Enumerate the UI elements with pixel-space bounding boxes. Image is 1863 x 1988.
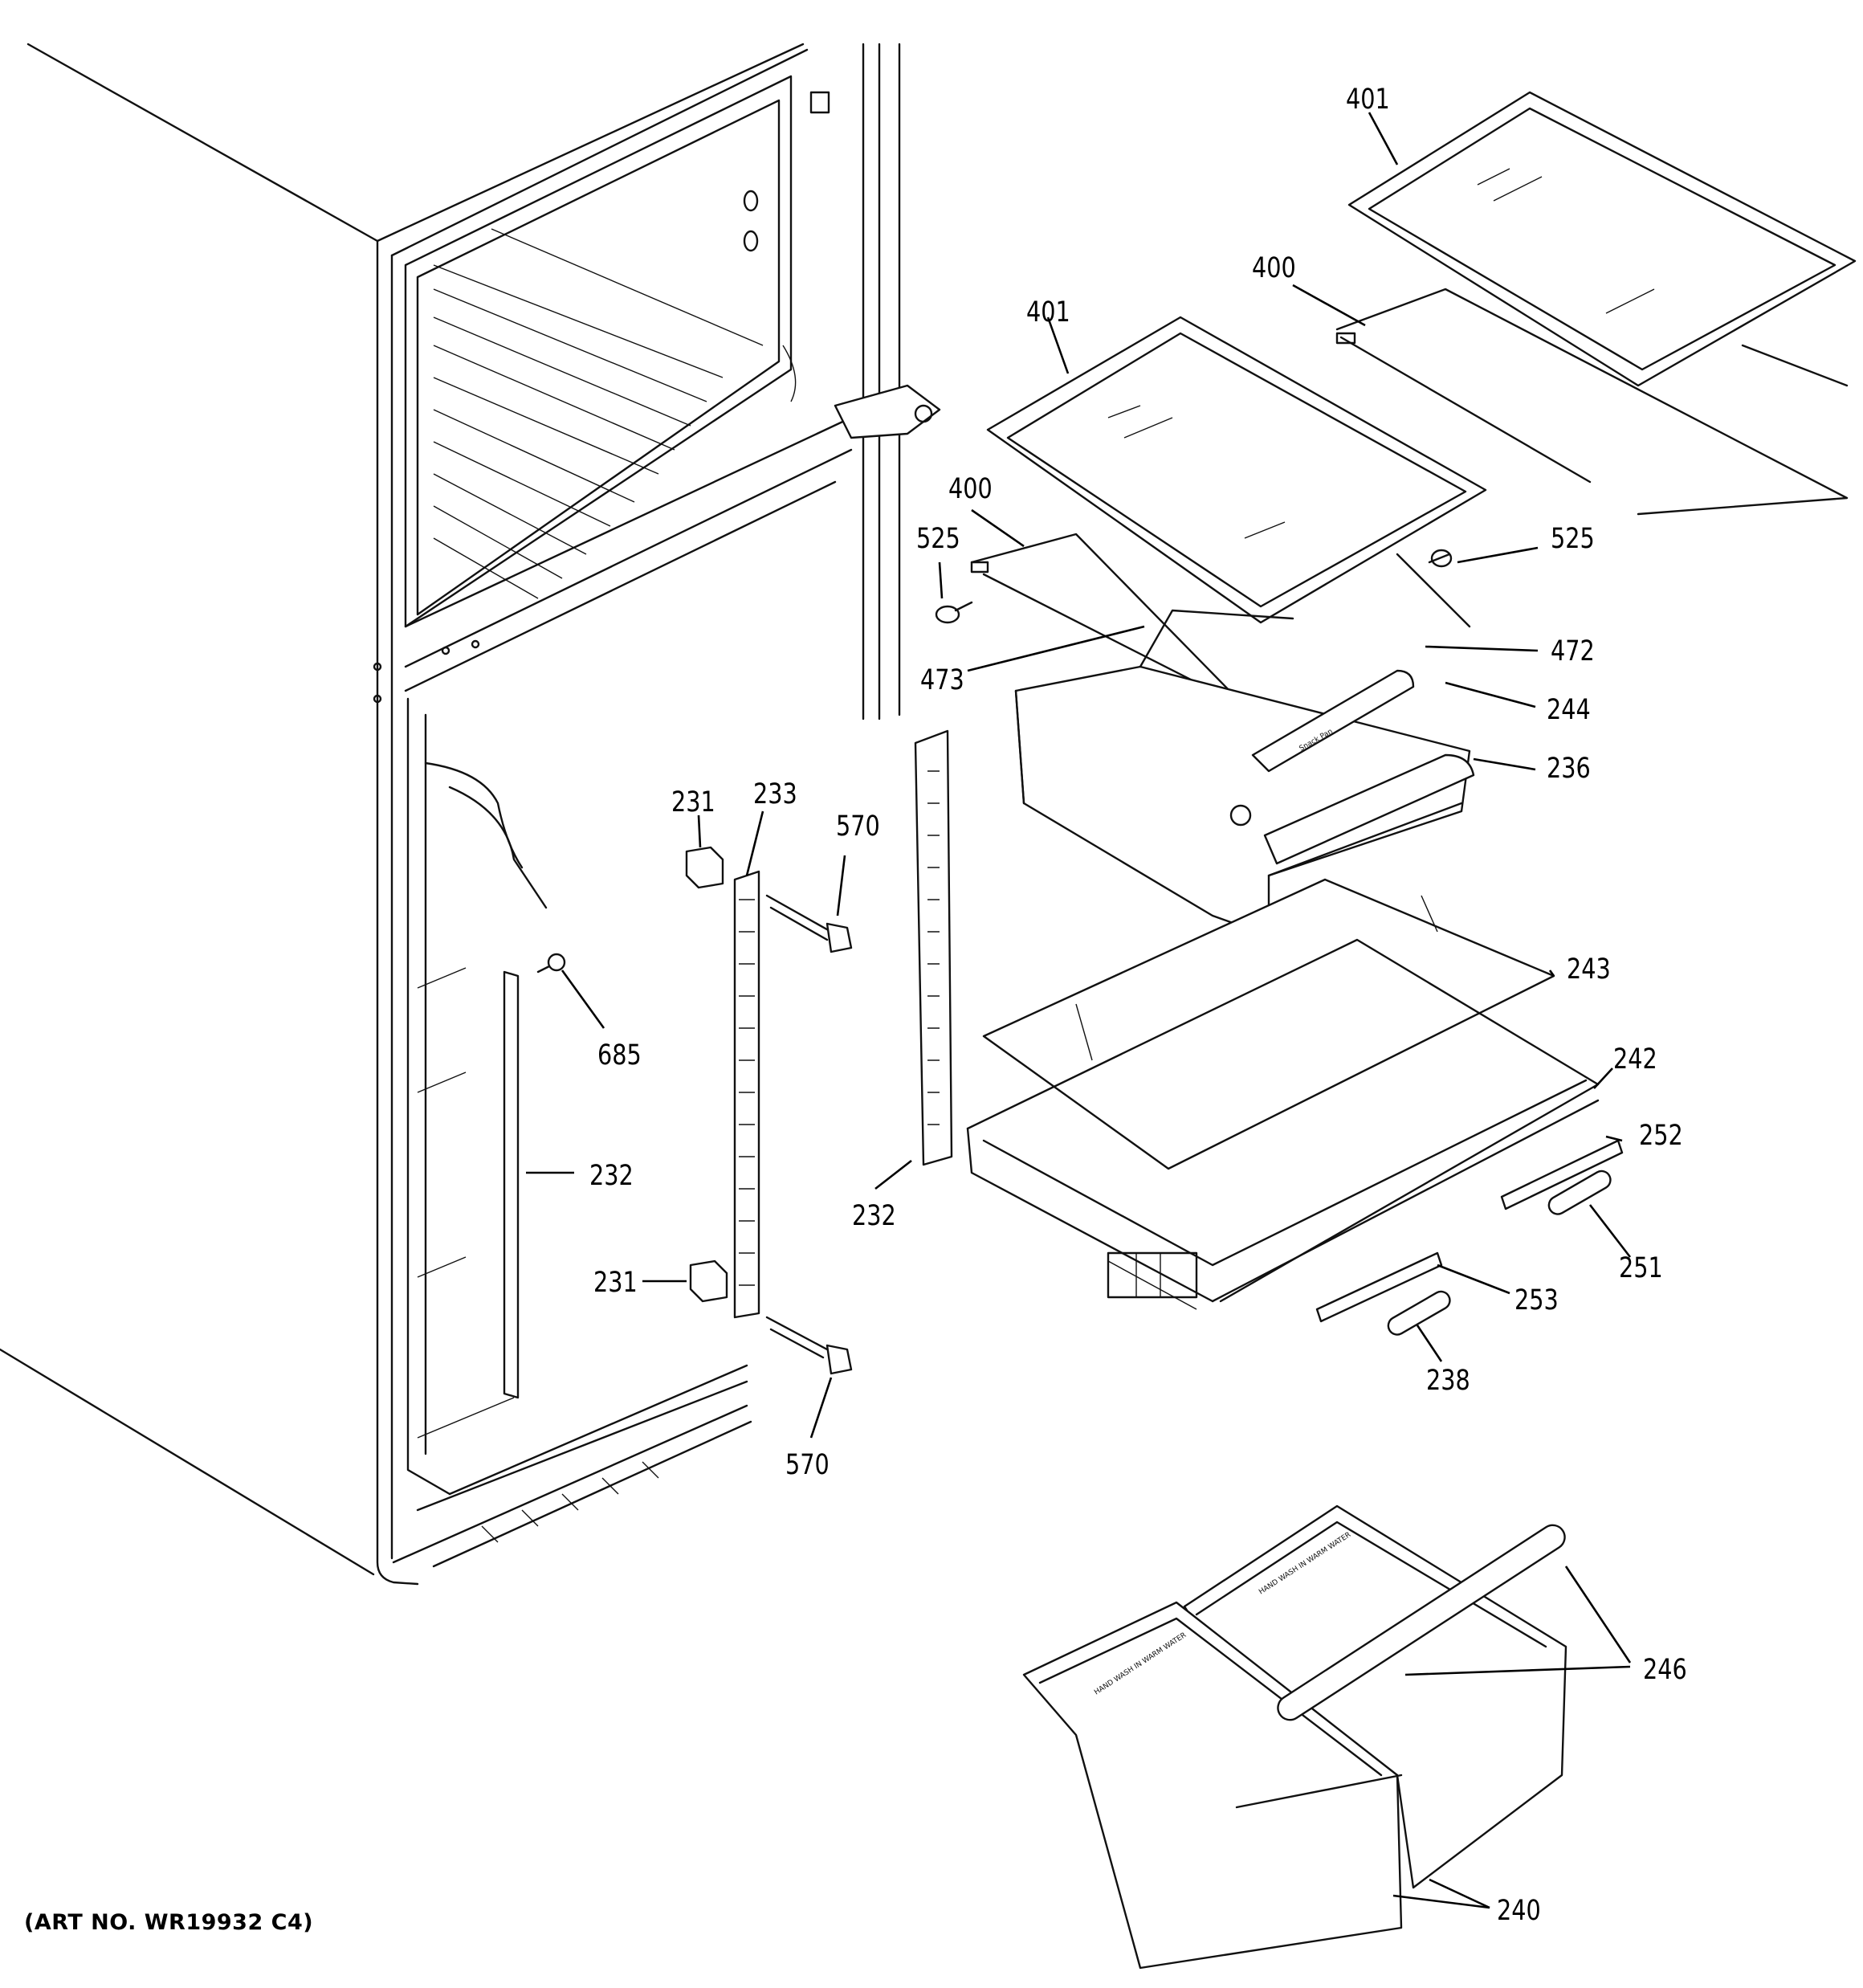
callout-400-middle: 400 [948, 471, 993, 505]
callout-400-upper: 400 [1252, 251, 1296, 284]
callout-472: 472 [1551, 634, 1595, 667]
callout-252: 252 [1639, 1118, 1683, 1152]
crisper-cover-glass [982, 878, 1555, 1170]
callout-251: 251 [1619, 1251, 1663, 1284]
callout-238: 238 [1426, 1363, 1470, 1397]
screw-upper [765, 894, 853, 953]
callout-401-upper: 401 [1346, 82, 1390, 116]
callout-243: 243 [1567, 952, 1611, 986]
callout-685: 685 [597, 1038, 642, 1072]
callout-525-left: 525 [916, 521, 960, 555]
spacer-upper [685, 846, 724, 889]
callout-236: 236 [1547, 751, 1591, 785]
callout-570-upper: 570 [836, 809, 880, 843]
spacer-lower [689, 1259, 728, 1303]
shelf-ladder-left [503, 970, 520, 1399]
callout-473: 473 [920, 663, 964, 696]
callout-232-left: 232 [589, 1158, 634, 1192]
callout-570-lower: 570 [785, 1447, 830, 1481]
center-hinge [834, 384, 941, 439]
shelf-screw-right [1428, 549, 1453, 568]
shelf-ladder-right [914, 729, 953, 1166]
middle-glass-shelf [986, 316, 1487, 624]
callouts: 401 400 401 400 525 525 472 473 244 236 … [589, 82, 1687, 1927]
screw-lower [765, 1316, 853, 1375]
cover-rail-right [1500, 1139, 1624, 1210]
freezer-ribs [433, 228, 797, 599]
art-number-label: (ART NO. WR19932 C4) [24, 1910, 314, 1935]
cover-pin-left [1387, 1290, 1451, 1336]
screw-small [536, 953, 566, 974]
cover-pin-right [1547, 1170, 1612, 1215]
snack-pan: Snack Pan [1014, 609, 1475, 937]
shelf-screw-left [935, 601, 973, 624]
crisper-cover-frame [966, 938, 1600, 1310]
callout-242: 242 [1613, 1042, 1657, 1076]
callout-231-lower: 231 [593, 1265, 638, 1299]
callout-233: 233 [753, 777, 797, 810]
callout-231-upper: 231 [671, 785, 715, 818]
callout-244: 244 [1547, 692, 1591, 726]
crisper-drawer-left: HAND WASH IN WARM WATER [1022, 1601, 1403, 1970]
shelf-ladder-center [733, 870, 760, 1319]
callout-525-right: 525 [1551, 521, 1595, 555]
callout-253: 253 [1514, 1283, 1559, 1316]
drawer-handle-upper [1277, 1524, 1566, 1721]
callout-246: 246 [1643, 1652, 1687, 1686]
callout-240: 240 [1497, 1893, 1541, 1927]
callout-401-middle: 401 [1026, 295, 1070, 329]
upper-shelf-frame [1335, 288, 1849, 516]
cover-rail-left [1315, 1251, 1443, 1323]
callout-232-right: 232 [852, 1198, 896, 1232]
upper-glass-shelf [1347, 91, 1857, 387]
leader-lines [526, 112, 1632, 1909]
refrigerator-cabinet [0, 43, 941, 1586]
